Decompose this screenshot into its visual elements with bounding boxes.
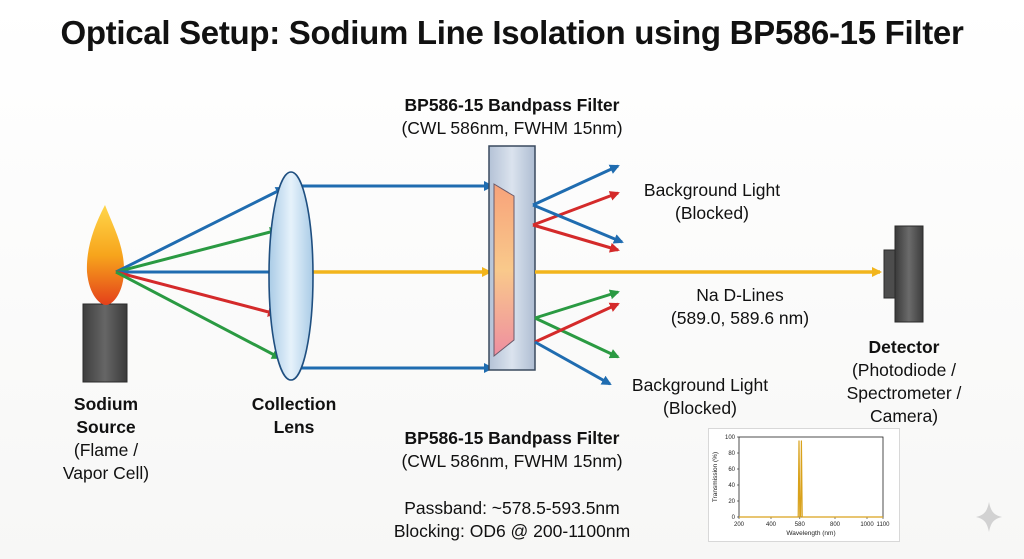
chart-y-tick-label: 100 bbox=[725, 435, 736, 441]
background-light-bottom-2: (Blocked) bbox=[663, 398, 737, 418]
blocked-ray-green-1 bbox=[534, 289, 620, 320]
collection-lens-name-2: Lens bbox=[273, 417, 315, 437]
blocked-ray-red-2 bbox=[532, 223, 620, 253]
na-d-lines-label: Na D-Lines (589.0, 589.6 nm) bbox=[642, 284, 838, 330]
collection-lens bbox=[268, 171, 314, 381]
filter-name-top: BP586-15 Bandpass Filter bbox=[404, 95, 620, 115]
chart-x-tick-label: 1100 bbox=[877, 522, 891, 528]
sodium-source-name-1: Sodium bbox=[73, 394, 139, 414]
chart-y-tick-label: 0 bbox=[732, 515, 736, 521]
sodium-source-name-2: Source bbox=[76, 417, 136, 437]
ray-blue-upper bbox=[115, 186, 286, 274]
chart-x-tick-label: 580 bbox=[795, 522, 806, 528]
detector-desc-1: (Photodiode / bbox=[851, 360, 957, 380]
chart-series-line-0 bbox=[739, 440, 883, 518]
background-light-top-2: (Blocked) bbox=[675, 203, 749, 223]
sparkle-icon bbox=[976, 502, 1002, 532]
detector-desc-2: Spectrometer / bbox=[846, 383, 962, 403]
filter-label-top: BP586-15 Bandpass Filter (CWL 586nm, FWH… bbox=[352, 94, 672, 140]
detector-name: Detector bbox=[868, 337, 940, 357]
sodium-source-desc-2: Vapor Cell) bbox=[62, 463, 150, 483]
flame-icon bbox=[86, 205, 124, 305]
detector-label: Detector (Photodiode / Spectrometer / Ca… bbox=[834, 336, 974, 428]
ray-red-lower bbox=[115, 270, 278, 317]
ray-green-upper bbox=[115, 227, 280, 274]
chart-x-tick-label: 200 bbox=[734, 522, 745, 528]
chart-plot-area bbox=[738, 436, 884, 518]
collection-lens-name-1: Collection bbox=[251, 394, 337, 414]
filter-name-bottom: BP586-15 Bandpass Filter bbox=[404, 428, 620, 448]
chart-x-tick-label: 400 bbox=[766, 522, 777, 528]
blocked-ray-red-1 bbox=[532, 191, 620, 227]
blocked-ray-blue-3 bbox=[534, 340, 612, 386]
detector-icon bbox=[883, 225, 924, 323]
na-d-lines-2: (589.0, 589.6 nm) bbox=[670, 308, 810, 328]
sodium-source-desc-1: (Flame / bbox=[73, 440, 139, 460]
filter-specs: Passband: ~578.5-593.5nm Blocking: OD6 @… bbox=[352, 497, 672, 543]
sodium-source-label: Sodium Source (Flame / Vapor Cell) bbox=[42, 393, 170, 485]
chart-y-tick-label: 20 bbox=[728, 499, 735, 505]
filter-spec-bottom: (CWL 586nm, FWHM 15nm) bbox=[401, 451, 623, 471]
chart-x-tick-label: 800 bbox=[830, 522, 841, 528]
chart-x-tick-label: 1000 bbox=[860, 522, 874, 528]
burner bbox=[82, 303, 128, 383]
chart-y-axis-label: Transmission (%) bbox=[712, 452, 719, 502]
blocked-ray-blue-2 bbox=[532, 203, 624, 244]
blocking-text: Blocking: OD6 @ 200-1100nm bbox=[393, 521, 631, 541]
collection-lens-label: Collection Lens bbox=[224, 393, 364, 439]
background-light-top-1: Background Light bbox=[643, 180, 781, 200]
background-light-top-label: Background Light (Blocked) bbox=[622, 179, 802, 225]
blocked-ray-green-2 bbox=[534, 316, 620, 359]
background-light-bottom-1: Background Light bbox=[631, 375, 769, 395]
background-light-bottom-label: Background Light (Blocked) bbox=[610, 374, 790, 420]
page-title: Optical Setup: Sodium Line Isolation usi… bbox=[60, 14, 964, 51]
bandpass-filter bbox=[488, 145, 536, 371]
na-d-lines-1: Na D-Lines bbox=[696, 285, 784, 305]
filter-spec-top: (CWL 586nm, FWHM 15nm) bbox=[401, 118, 623, 138]
chart-y-tick-label: 40 bbox=[728, 483, 735, 489]
ray-green-lower bbox=[115, 270, 282, 360]
chart-y-tick-label: 80 bbox=[728, 451, 735, 457]
chart-x-axis-label: Wavelength (nm) bbox=[786, 530, 835, 537]
chart-y-tick-label: 60 bbox=[728, 467, 735, 473]
blocked-ray-red-3 bbox=[534, 302, 620, 344]
blocked-ray-blue-1 bbox=[532, 164, 620, 207]
filter-label-bottom: BP586-15 Bandpass Filter (CWL 586nm, FWH… bbox=[352, 427, 672, 473]
passband-text: Passband: ~578.5-593.5nm bbox=[404, 498, 620, 518]
detector-desc-3: Camera) bbox=[869, 406, 939, 426]
